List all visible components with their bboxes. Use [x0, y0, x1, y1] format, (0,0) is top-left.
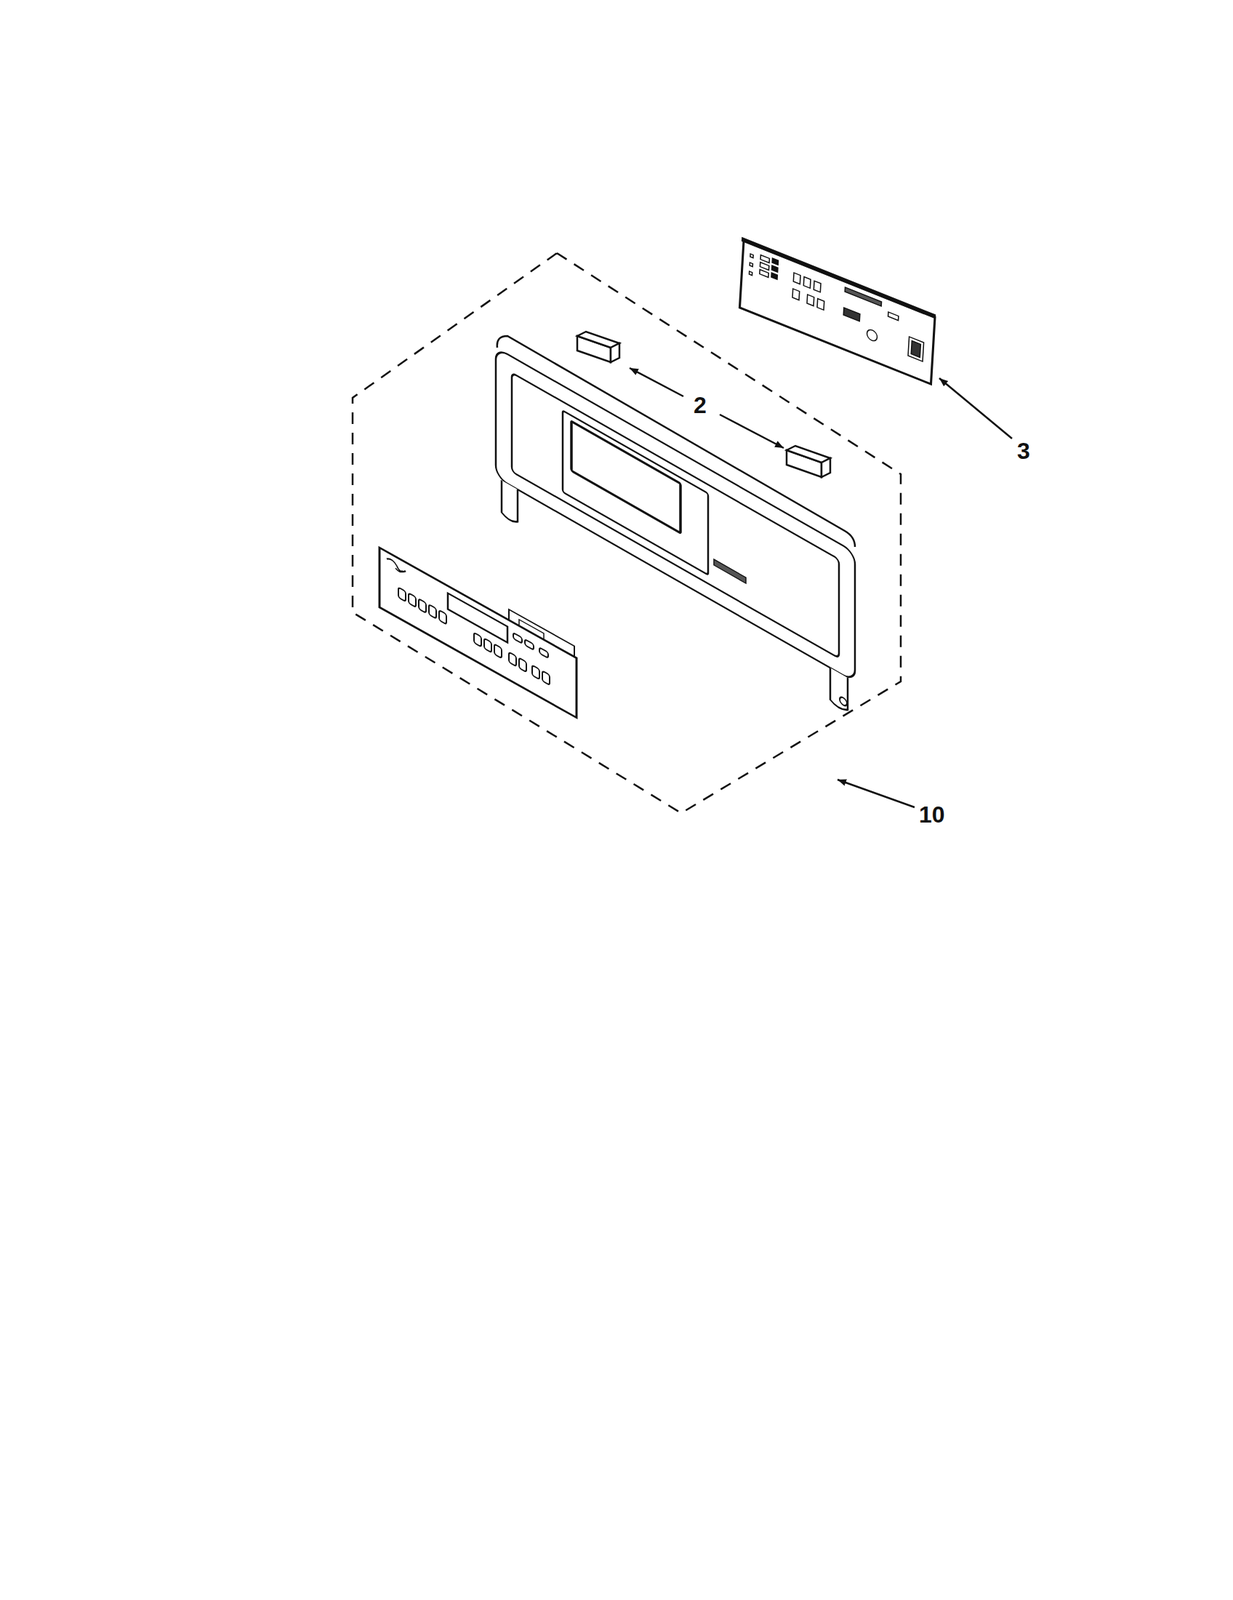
spacer-block [577, 331, 620, 363]
spacer-block [786, 445, 831, 477]
callout-number: 10 [917, 801, 947, 827]
callout-number: 3 [1015, 438, 1032, 464]
keypad-overlay [379, 547, 577, 718]
leader-arrow [629, 367, 1012, 807]
callout-number: 2 [692, 392, 709, 418]
control-board [737, 237, 935, 384]
